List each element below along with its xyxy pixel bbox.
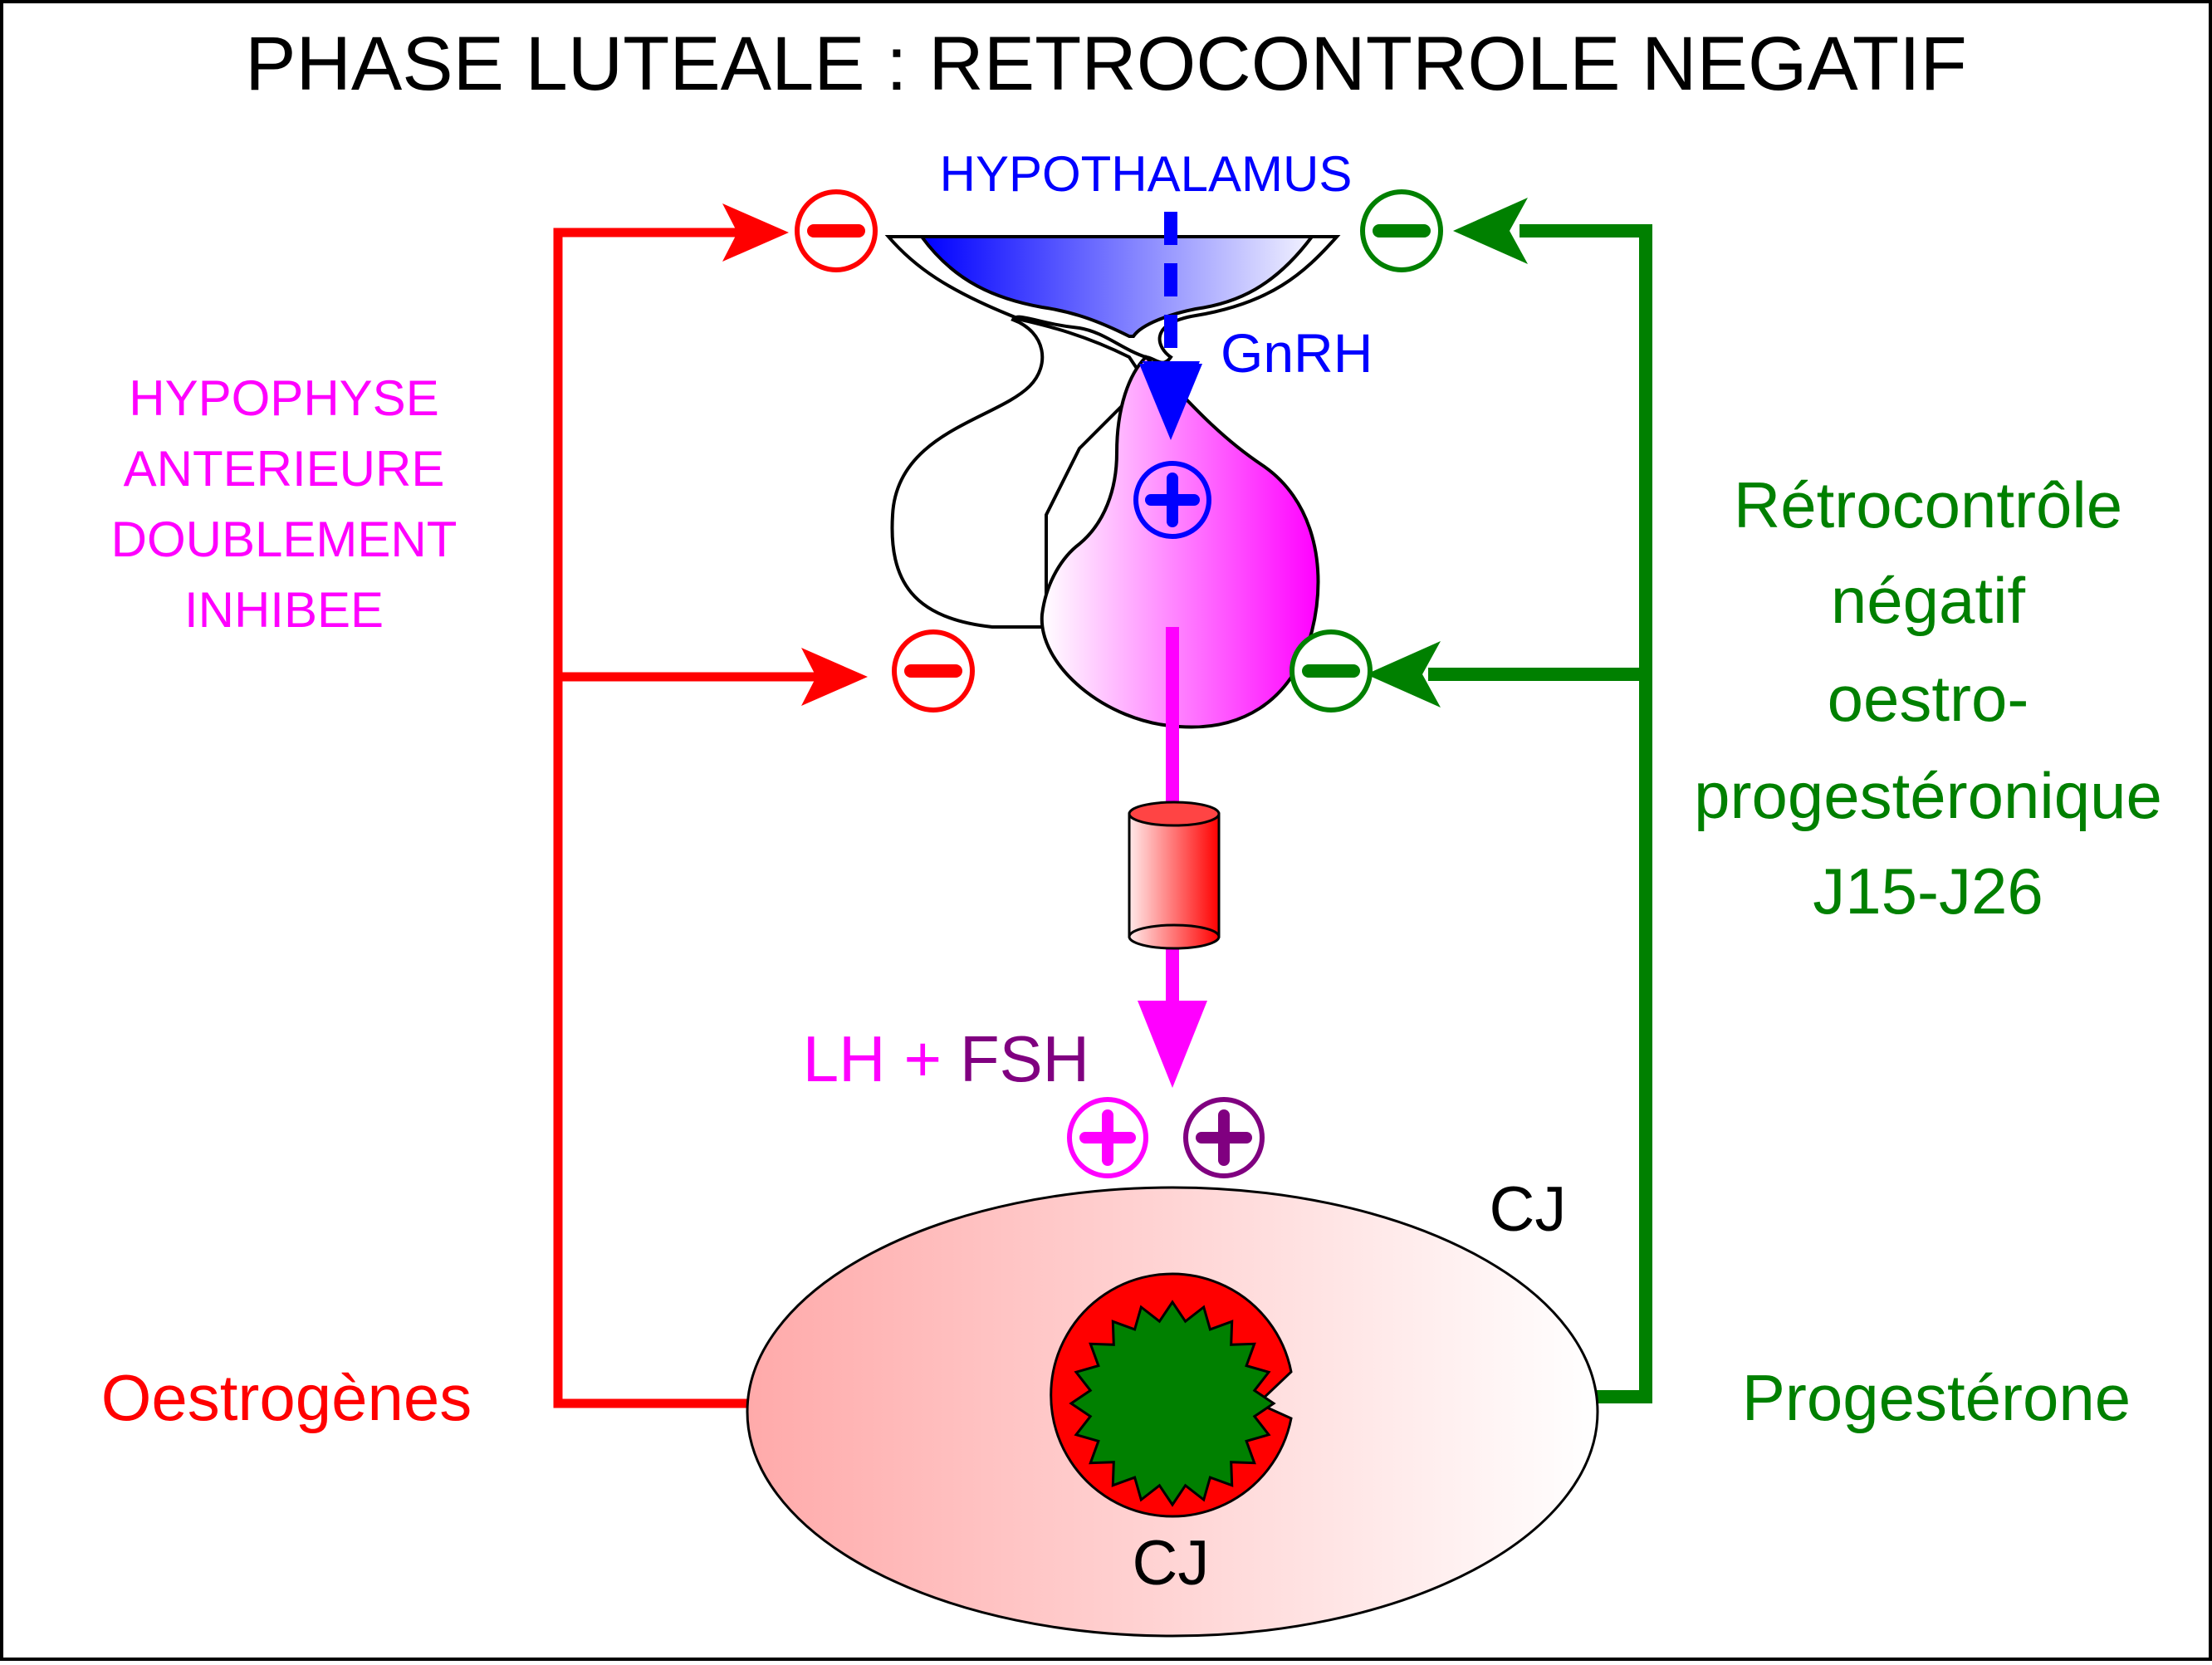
plus-label: +	[903, 1022, 942, 1095]
hypophyse-label-line-1: HYPOPHYSE	[129, 370, 438, 426]
gnrh-label: GnRH	[1221, 322, 1373, 384]
hypophyse-label-line-3: DOUBLEMENT	[111, 512, 458, 567]
hypophyse-label-line-4: INHIBEE	[184, 582, 384, 638]
estrogen-arrowhead-middle	[801, 648, 868, 706]
lh-label: LH	[803, 1022, 886, 1095]
feedback-label-line-4: progestéronique	[1694, 759, 2162, 832]
page-title: PHASE LUTEALE : RETROCONTROLE NEGATIF	[245, 22, 1967, 106]
lh-fsh-arrowhead	[1138, 1001, 1207, 1088]
progesterone-arrowhead-top	[1453, 198, 1528, 264]
hypophyse-label-line-2: ANTERIEURE	[124, 441, 445, 497]
progesterone-inhibition-icon-hypothalamus	[1360, 189, 1443, 272]
corpus-luteum-core	[1069, 1300, 1276, 1507]
blood-vessel-icon	[1128, 801, 1221, 950]
progesterone-inhibition-icon-pituitary	[1290, 629, 1373, 713]
progesterone-arrowhead-middle	[1366, 641, 1441, 708]
cj-label-bottom: CJ	[1133, 1528, 1210, 1599]
hypothalamus-nuclei	[918, 235, 1316, 338]
corpus-luteum-icon	[1050, 1272, 1293, 1518]
cj-label-top: CJ	[1490, 1174, 1567, 1245]
gnrh-arrowhead-main	[1139, 364, 1202, 440]
progesterone-label: Progestérone	[1742, 1361, 2131, 1434]
anterior-pituitary	[1040, 355, 1320, 729]
estrogen-arrowhead-top	[722, 203, 789, 262]
feedback-label-line-3: oestro-	[1828, 662, 2029, 735]
hypothalamus-outline	[884, 235, 1341, 629]
feedback-label-line-2: négatif	[1831, 564, 2026, 637]
lh-stimulation-icon	[1067, 1097, 1148, 1178]
estrogen-inhibition-icon-pituitary	[892, 629, 975, 713]
lh-fsh-label: LH+FSH	[803, 1022, 1089, 1095]
hypothalamus-label: HYPOTHALAMUS	[940, 146, 1353, 202]
fsh-stimulation-icon	[1183, 1097, 1265, 1178]
oestrogenes-label: Oestrogènes	[101, 1361, 472, 1434]
fsh-label: FSH	[960, 1022, 1089, 1095]
feedback-label-line-5: J15-J26	[1813, 855, 2043, 928]
feedback-label-line-1: Rétrocontrôle	[1734, 468, 2122, 541]
estrogen-inhibition-icon-hypothalamus	[795, 189, 878, 272]
gnrh-stimulation-icon	[1133, 461, 1211, 539]
